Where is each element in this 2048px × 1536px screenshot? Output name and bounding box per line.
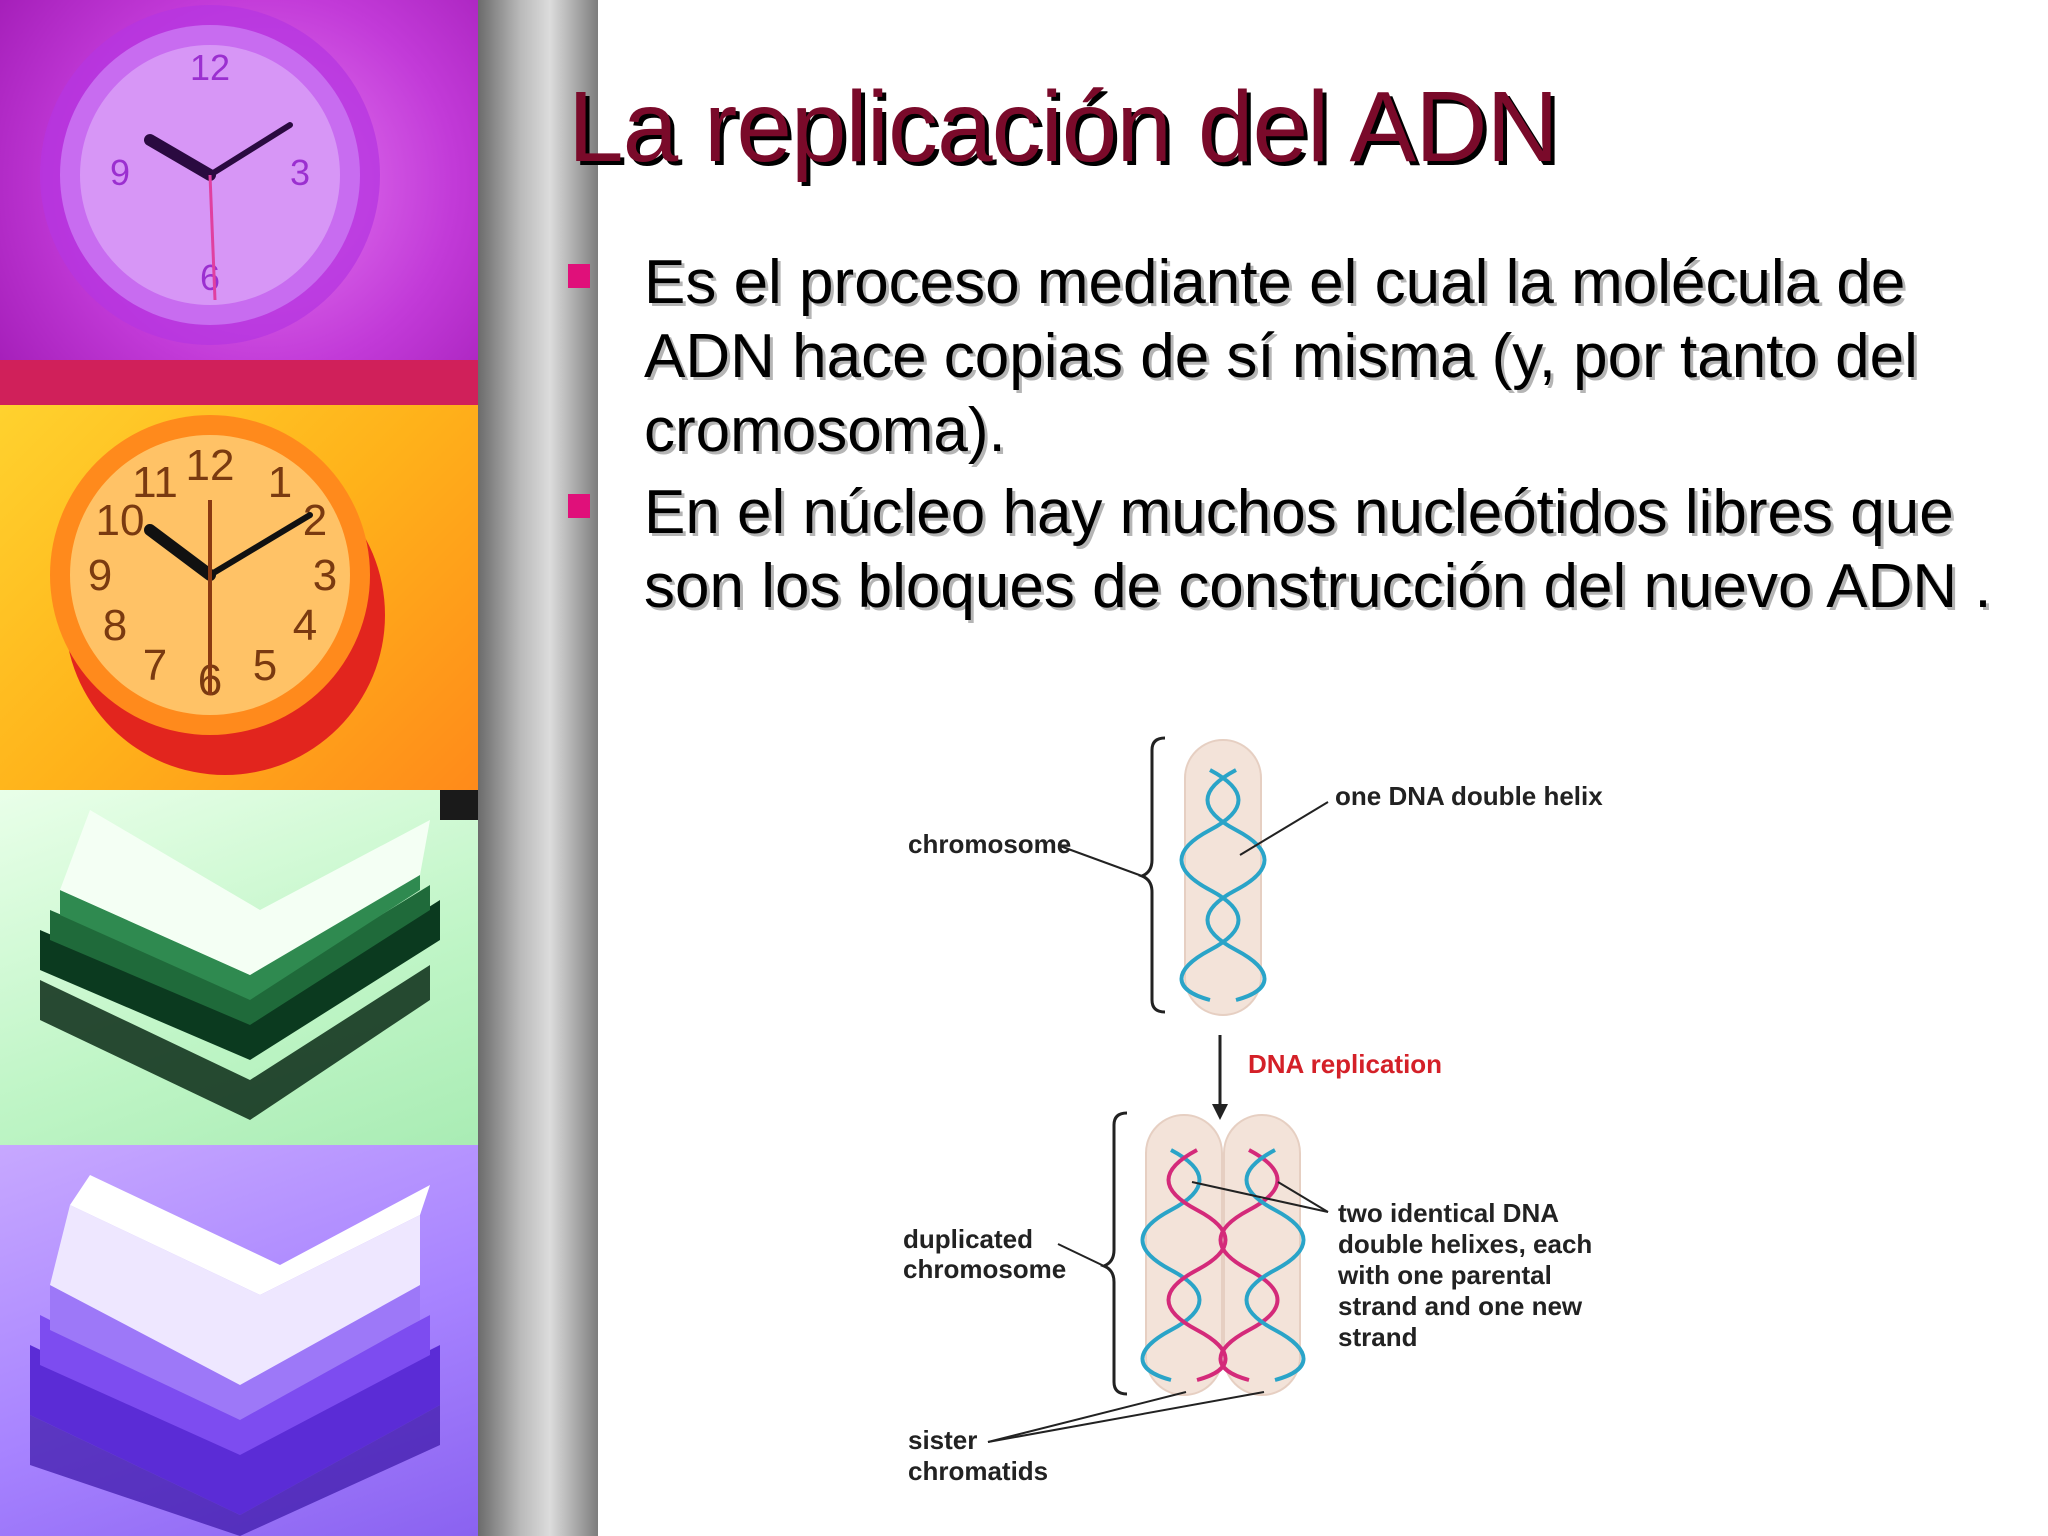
svg-text:7: 7 [143,641,167,690]
chromosome-label: chromosome [908,829,1071,859]
svg-text:12: 12 [190,47,230,88]
duplicated-label-line2: chromosome [903,1254,1066,1284]
chromosome-illustration [1179,739,1267,1016]
bullet-list: Es el proceso mediante el cual la molécu… [568,246,2028,632]
sister-label-line1: sister [908,1425,977,1455]
svg-text:11: 11 [132,458,178,507]
dna-replication-label: DNA replication [1248,1049,1442,1079]
slide-title: La replicación del ADN [568,71,1559,183]
svg-text:3: 3 [290,152,310,193]
svg-text:5: 5 [253,641,277,690]
violet-papers-image [0,1145,480,1536]
two-identical-label-line4: strand and one new [1338,1291,1583,1321]
bullet-text: En el núcleo hay muchos nucleótidos libr… [644,478,1992,621]
svg-text:9: 9 [88,551,112,600]
svg-text:3: 3 [313,551,337,600]
svg-text:6: 6 [200,257,220,298]
duplicated-chromosome-illustration [1140,1114,1306,1396]
green-papers-image [0,790,480,1145]
dna-replication-diagram: chromosome one DNA double helix DNA repl… [880,720,1640,1520]
two-identical-label-line3: with one parental [1337,1260,1552,1290]
two-identical-label-line1: two identical DNA [1338,1198,1559,1228]
slide-content-area [598,0,2048,1536]
sidebar-divider [478,0,598,1536]
duplicated-label-line1: duplicated [903,1224,1033,1254]
two-identical-label-line5: strand [1338,1322,1417,1352]
svg-text:12: 12 [186,441,235,490]
one-helix-label: one DNA double helix [1335,781,1603,811]
sister-label-line2: chromatids [908,1456,1048,1486]
svg-text:8: 8 [103,601,127,650]
square-bullet-icon [568,264,590,288]
magenta-clock-image: 12 3 6 9 [0,0,480,405]
bullet-text: Es el proceso mediante el cual la molécu… [644,248,1918,465]
svg-text:1: 1 [268,458,292,507]
svg-text:9: 9 [110,152,130,193]
two-identical-label-line2: double helixes, each [1338,1229,1592,1259]
bullet-item: Es el proceso mediante el cual la molécu… [568,246,2028,468]
svg-text:4: 4 [293,601,317,650]
square-bullet-icon [568,494,590,518]
svg-text:10: 10 [96,496,145,545]
svg-text:2: 2 [303,496,327,545]
bullet-item: En el núcleo hay muchos nucleótidos libr… [568,476,2028,624]
